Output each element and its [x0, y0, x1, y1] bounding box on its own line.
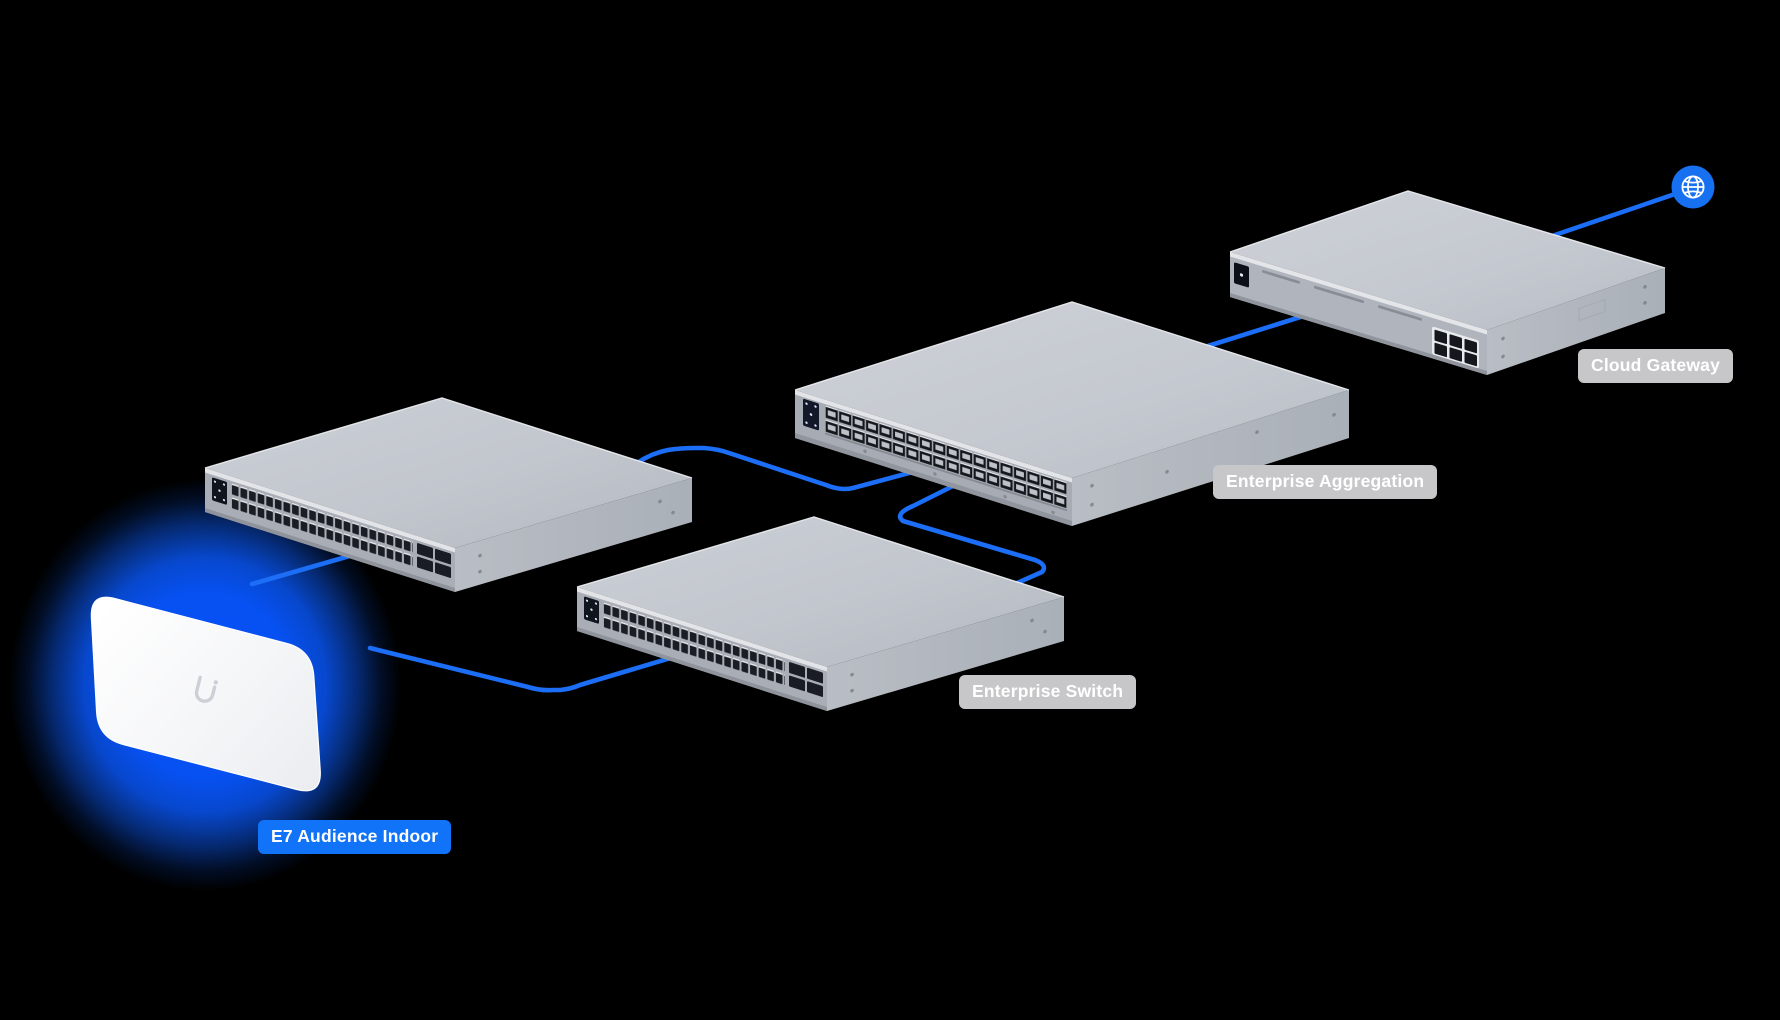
- enterprise-switch-port-row-2: [603, 615, 785, 687]
- label-enterprise-aggregation[interactable]: Enterprise Aggregation: [1213, 465, 1438, 499]
- switch-left-port-row-1: [231, 482, 413, 554]
- globe-icon: [1681, 175, 1705, 199]
- aggregation-end-detail: [1090, 412, 1336, 507]
- switch-left-port-row-2: [231, 496, 413, 568]
- aggregation-front-detail: [795, 390, 1072, 527]
- switch-left-top-face: [205, 398, 692, 548]
- switch-left-end-face: [455, 478, 692, 592]
- aggregation-edge-highlight: [794, 301, 1350, 391]
- connection-aggregation-to-enterprise-switch: [897, 477, 1047, 590]
- ubiquiti-logo-icon: [194, 675, 219, 703]
- enterprise-switch-end-detail: [850, 618, 1047, 693]
- enterprise-switch-end-face: [827, 597, 1064, 711]
- label-enterprise-switch[interactable]: Enterprise Switch: [959, 675, 1137, 709]
- enterprise-switch-top-face: [577, 517, 1064, 667]
- gateway-rj45-ports: [1432, 326, 1479, 369]
- aggregation-sfp-row-2: [825, 419, 1067, 509]
- device-enterprise-aggregation[interactable]: [794, 301, 1350, 527]
- device-switch-left[interactable]: [204, 397, 693, 593]
- switch-left-front-detail: [205, 468, 455, 593]
- connection-lines: [249, 190, 1681, 693]
- internet-node[interactable]: [1671, 165, 1715, 209]
- switch-left-end-detail: [478, 499, 675, 574]
- access-point-body: [90, 596, 321, 792]
- gateway-vents: [1262, 270, 1422, 321]
- gateway-edge-highlight: [1229, 190, 1666, 269]
- connection-gateway-to-internet: [1549, 190, 1681, 239]
- enterprise-switch-edge-highlight: [576, 516, 1065, 598]
- enterprise-switch-front-detail: [577, 587, 827, 712]
- connection-aggregation-to-gateway: [1205, 311, 1313, 349]
- device-enterprise-switch[interactable]: [576, 516, 1065, 712]
- aggregation-end-face: [1072, 390, 1349, 526]
- device-e7-audience-indoor[interactable]: [90, 596, 321, 792]
- switch-left-sfp-ports: [417, 543, 451, 578]
- label-e7-audience-indoor[interactable]: E7 Audience Indoor: [258, 820, 452, 854]
- connection-e7-to-switch-left: [249, 550, 363, 587]
- device-cloud-gateway[interactable]: [1229, 190, 1666, 375]
- connection-switch-left-to-aggregation: [634, 445, 938, 492]
- label-cloud-gateway[interactable]: Cloud Gateway: [1578, 349, 1734, 383]
- enterprise-switch-sfp-ports: [789, 662, 823, 697]
- gateway-end-detail: [1501, 284, 1647, 359]
- aggregation-sfp-row-1: [825, 405, 1067, 495]
- connection-e7-to-enterprise-switch: [367, 645, 687, 693]
- enterprise-switch-port-row-1: [603, 601, 785, 673]
- gateway-front-detail: [1230, 252, 1487, 375]
- gateway-front-face: [1230, 252, 1487, 375]
- gateway-end-face: [1487, 268, 1665, 375]
- switch-left-edge-highlight: [204, 397, 693, 479]
- gateway-top-face: [1230, 191, 1665, 330]
